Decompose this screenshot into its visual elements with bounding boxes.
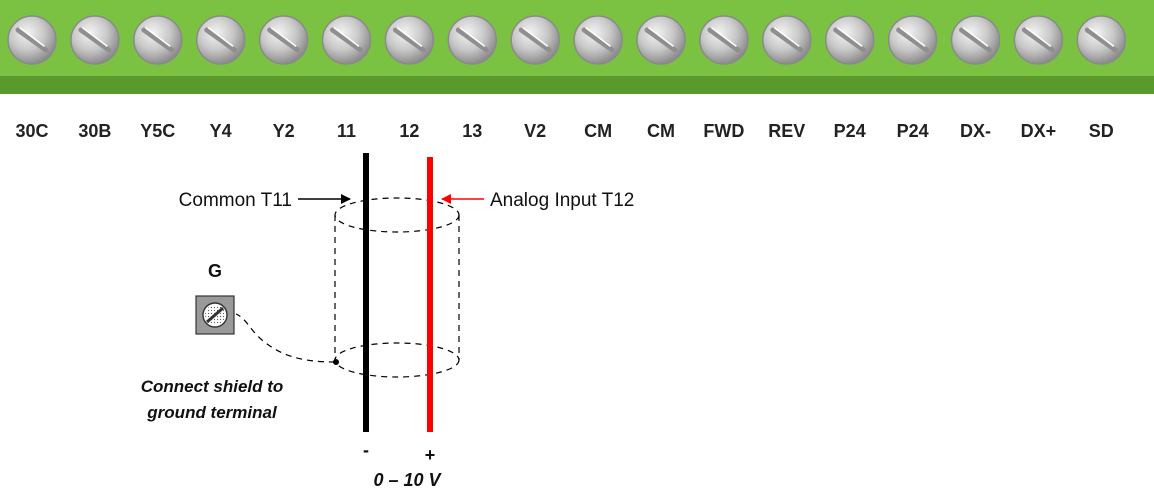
screw-slot — [204, 27, 238, 53]
terminal-label-dxminus: DX- — [960, 121, 991, 141]
screw-slot — [959, 27, 992, 53]
screw-slot — [707, 27, 741, 53]
terminal-label-30c: 30C — [15, 121, 48, 141]
shield-connection-dot — [333, 359, 339, 365]
voltage-range-label: 0 – 10 V — [373, 470, 442, 490]
common-callout-label: Common T11 — [179, 190, 292, 211]
screw-slot — [78, 27, 112, 53]
analog-callout-label: Analog Input T12 — [490, 190, 634, 211]
terminal-screw — [699, 15, 749, 65]
ground-terminal — [195, 295, 235, 335]
terminal-labels: 30C 30B Y5C Y4 Y2 11 12 13 V2 CM CM FWD REV P24 P24 DX-… — [15, 121, 1113, 141]
terminal-label-p24: P24 — [897, 121, 929, 141]
terminal-screw — [384, 15, 435, 65]
plus-sign: + — [425, 445, 436, 465]
shield-note-line2: ground terminal — [146, 403, 278, 422]
shield-note-line1: Connect shield to — [141, 377, 284, 396]
minus-sign: - — [363, 440, 369, 460]
terminal-screw — [1076, 15, 1127, 65]
screw-slot-highlight — [396, 27, 423, 47]
terminal-label-30b: 30B — [78, 121, 111, 141]
shield-top-ellipse — [334, 197, 460, 233]
screw-slot-highlight — [82, 27, 108, 47]
terminal-label-y2: Y2 — [273, 121, 295, 141]
screw-slot — [392, 27, 426, 53]
screw-slot-highlight — [899, 27, 926, 47]
cable-shield — [334, 197, 460, 378]
screw-slot — [896, 27, 930, 53]
screw-slot — [770, 27, 804, 53]
screw-slot-highlight — [333, 27, 360, 47]
screw-slot — [644, 27, 678, 53]
terminal-strip — [0, 0, 1154, 94]
screw-slot-highlight — [19, 27, 45, 47]
terminal-screw — [1013, 15, 1064, 65]
terminal-label-v2: V2 — [524, 121, 546, 141]
terminal-screw — [636, 15, 686, 65]
terminal-strip-shadow — [0, 76, 1154, 94]
terminal-screw — [950, 15, 1001, 65]
screw-slot — [1021, 27, 1055, 53]
screw-slot — [141, 27, 175, 53]
terminal-label-p24: P24 — [834, 121, 866, 141]
terminal-label-12: 12 — [399, 121, 419, 141]
terminal-screws — [7, 15, 1127, 65]
screw-slot-highlight — [711, 27, 737, 47]
screw-slot-highlight — [207, 27, 234, 47]
terminal-label-13: 13 — [462, 121, 482, 141]
terminal-screw — [7, 15, 57, 65]
screw-slot-highlight — [774, 27, 800, 47]
terminal-screw — [573, 15, 623, 65]
screw-slot — [1084, 27, 1118, 53]
terminal-label-rev: REV — [768, 121, 805, 141]
screw-slot — [833, 27, 867, 53]
screw-slot-highlight — [648, 27, 674, 47]
screw-slot-highlight — [1025, 27, 1052, 47]
ground-label: G — [208, 261, 222, 281]
screw-slot-highlight — [836, 27, 863, 47]
shield-bottom-ellipse — [334, 342, 460, 378]
terminal-screw — [133, 15, 183, 65]
screw-slot-highlight — [145, 27, 171, 47]
terminal-screw — [321, 15, 372, 65]
terminal-label-dxplus: DX+ — [1021, 121, 1057, 141]
screw-slot — [518, 27, 552, 53]
terminal-label-cm: CM — [584, 121, 612, 141]
screw-slot — [330, 27, 363, 53]
shield-drain-wire — [235, 313, 336, 363]
screw-slot — [581, 27, 615, 53]
screw-slot-highlight — [459, 27, 486, 47]
terminal-label-fwd: FWD — [703, 121, 744, 141]
terminal-screw — [70, 15, 120, 65]
screw-slot-highlight — [522, 27, 548, 47]
terminal-screw — [762, 15, 812, 65]
screw-slot-highlight — [270, 27, 297, 47]
screw-slot — [267, 27, 301, 53]
terminal-label-y5c: Y5C — [140, 121, 175, 141]
terminal-label-cm: CM — [647, 121, 675, 141]
screw-slot-highlight — [585, 27, 611, 47]
terminal-label-sd: SD — [1089, 121, 1114, 141]
screw-slot-highlight — [962, 27, 989, 47]
terminal-label-11: 11 — [337, 121, 356, 141]
screw-slot — [15, 27, 49, 53]
ground-screw-slot — [206, 306, 224, 324]
terminal-label-y4: Y4 — [210, 121, 232, 141]
screw-slot — [455, 27, 489, 53]
terminal-screw — [447, 15, 498, 65]
screw-slot-highlight — [1088, 27, 1115, 47]
terminal-screw — [195, 15, 246, 65]
terminal-screw — [824, 15, 875, 65]
terminal-screw — [258, 15, 309, 65]
terminal-screw — [510, 15, 560, 65]
terminal-screw — [887, 15, 938, 65]
